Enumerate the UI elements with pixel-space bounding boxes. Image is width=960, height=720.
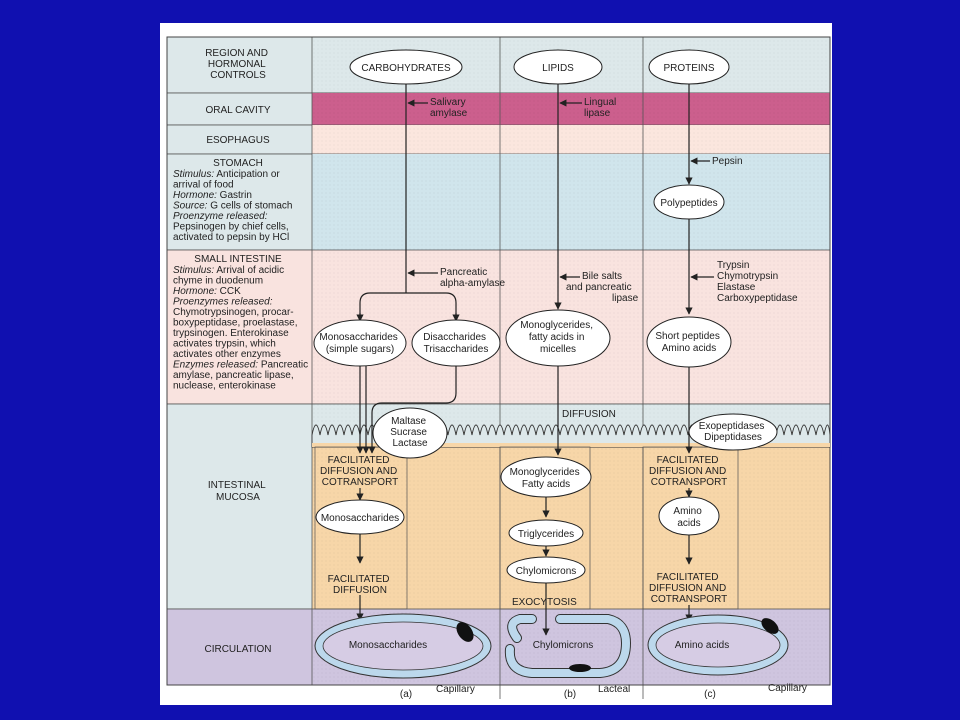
triglycerides-label: Triglycerides <box>518 529 574 540</box>
monosaccharides-label: Monosaccharides (simple sugars) <box>319 332 400 355</box>
stomach_details-line: Proenzyme released: <box>173 211 268 222</box>
si_details-line: Stimulus: Arrival of acidic <box>173 265 284 276</box>
pancreatic-proteases-label: Trypsin Chymotrypsin Elastase Carboxypep… <box>717 260 798 304</box>
digestion-diagram: REGION AND HORMONAL CONTROLS ORAL CAVITY… <box>160 23 832 705</box>
protein-fd-label: FACILITATED DIFFUSION AND COTRANSPORT <box>649 572 729 605</box>
brush-border-enzymes-label: Maltase Sucrase Lactase <box>390 416 429 449</box>
lacteal-b <box>504 614 632 678</box>
polypeptides-label: Polypeptides <box>660 198 717 209</box>
monoglycerides-mucosa-label: Monoglycerides Fatty acids <box>510 467 583 490</box>
panel-b-label: (b) <box>564 689 576 700</box>
proteins-title: PROTEINS <box>663 63 714 74</box>
mucosa-label: INTESTINAL MUCOSA <box>208 480 268 503</box>
carb-fd-label: FACILITATED DIFFUSION <box>328 574 393 596</box>
stomach-label: STOMACH <box>213 158 263 169</box>
stomach_details-line: arrival of food <box>173 180 234 191</box>
vessel-amino-acids-label: Amino acids <box>675 640 729 651</box>
oral-cavity-label: ORAL CAVITY <box>205 105 270 116</box>
monosaccharides-mucosa-label: Monosaccharides <box>321 513 399 524</box>
stomach_details-line: Stimulus: Anticipation or <box>173 169 280 180</box>
diagram-frame <box>166 36 831 686</box>
capillary-c-label: Capillary <box>768 683 807 694</box>
panel-c-label: (c) <box>704 689 716 700</box>
di-path <box>368 366 457 454</box>
diffusion-label: DIFFUSION <box>562 409 616 420</box>
panel-a-label: (a) <box>400 689 412 700</box>
si_details-line: Chymotrypsinogen, procar- <box>173 307 294 318</box>
lingual-lipase-label: Lingual lipase <box>584 97 619 119</box>
si_details-line: boxypeptidase, proelastase, <box>173 318 298 329</box>
header-label: REGION AND HORMONAL CONTROLS <box>205 48 271 81</box>
esophagus-label: ESOPHAGUS <box>206 135 270 146</box>
capillary-a <box>314 613 492 679</box>
vessel-monosaccharides-label: Monosaccharides <box>349 640 427 651</box>
si_details-line: Enzymes released: Pancreatic <box>173 360 308 371</box>
si_details-line: Hormone: CCK <box>173 286 241 297</box>
lipids-title: LIPIDS <box>542 63 574 74</box>
stomach_details-line: Pepsinogen by chief cells, <box>173 222 289 233</box>
carbohydrates-title: CARBOHYDRATES <box>361 63 451 74</box>
si_details-line: Proenzymes released: <box>173 297 273 308</box>
disaccharides-oval <box>411 319 501 367</box>
short-peptides-oval <box>646 316 732 368</box>
cell-lipid <box>499 446 591 610</box>
si_details-line: trypsinogen. Enterokinase <box>173 328 289 339</box>
si_details-line: chyme in duodenum <box>173 276 263 287</box>
capillary-c <box>647 614 789 676</box>
micelles-label: Monoglycerides, fatty acids in micelles <box>520 320 596 355</box>
exocytosis-label: EXOCYTOSIS <box>512 597 577 608</box>
si_details-line: activates other enzymes <box>173 349 281 360</box>
diagram-canvas: REGION AND HORMONAL CONTROLS ORAL CAVITY… <box>166 36 831 700</box>
circulation-label: CIRCULATION <box>204 644 271 655</box>
stomach_details-line: Hormone: Gastrin <box>173 190 252 201</box>
stomach_details-line: activated to pepsin by HCl <box>173 232 289 243</box>
amino-acids-label: Amino acids <box>673 506 704 529</box>
small-intestine-label: SMALL INTESTINE <box>194 254 282 265</box>
disaccharides-label: Disaccharides Trisaccharides <box>423 332 489 355</box>
capillary-a-label: Capillary <box>436 684 475 695</box>
short-peptides-label: Short peptides Amino acids <box>655 331 722 354</box>
monosaccharides-oval <box>313 319 407 367</box>
pancreatic-amylase-label: Pancreatic alpha-amylase <box>440 267 505 289</box>
protein-transport-label: FACILITATED DIFFUSION AND COTRANSPORT <box>649 455 729 488</box>
chylomicrons-label: Chylomicrons <box>516 566 577 577</box>
si_details-line: activates trypsin, which <box>173 339 276 350</box>
peptidases-label: Exopeptidases Dipeptidases <box>699 421 767 443</box>
vessel-chylomicrons-label: Chylomicrons <box>533 640 594 651</box>
stomach_details-line: Source: G cells of stomach <box>173 201 293 212</box>
pepsin-label: Pepsin <box>712 156 743 167</box>
si_details-line: amylase, pancreatic lipase, <box>173 370 294 381</box>
peptidases-oval <box>688 413 778 451</box>
carb-branch <box>359 292 457 318</box>
carb-transport-label: FACILITATED DIFFUSION AND COTRANSPORT <box>320 455 400 488</box>
bile-salts-label: Bile salts and pancreatic lipase <box>566 271 639 304</box>
brush-border-enzymes-oval <box>372 407 448 459</box>
si_details-line: nuclease, enterokinase <box>173 381 276 392</box>
lacteal-label: Lacteal <box>598 684 630 695</box>
villi-base <box>312 443 830 447</box>
salivary-amylase-label: Salivary amylase <box>430 97 468 119</box>
